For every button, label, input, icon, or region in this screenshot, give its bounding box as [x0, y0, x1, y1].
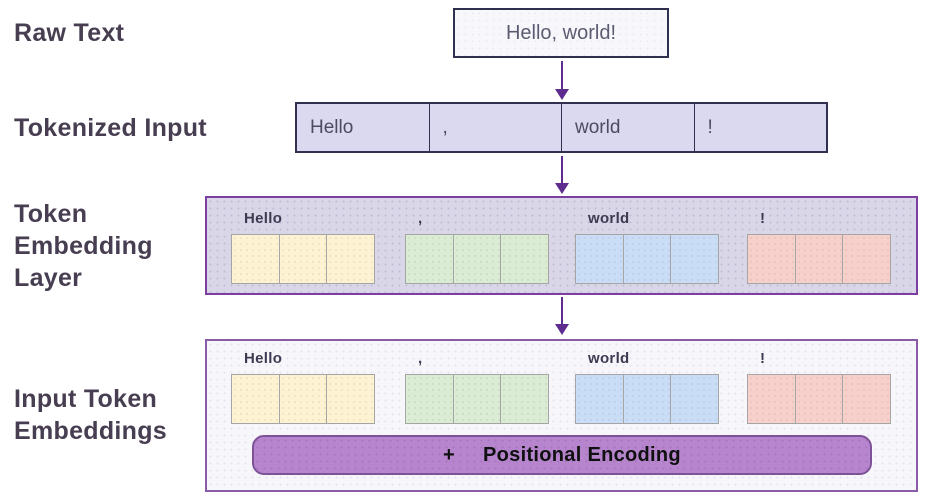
arrow-down-icon — [555, 156, 569, 194]
group-label: world — [588, 350, 630, 367]
embedding-cell — [670, 234, 720, 284]
embedding-cell — [747, 234, 796, 284]
embedding-vector — [575, 234, 720, 284]
group-label: Hello — [244, 350, 283, 367]
embedding-cell — [405, 374, 454, 424]
embedding-cell — [278, 234, 328, 284]
embedding-cell — [278, 374, 328, 424]
embedding-vector — [575, 374, 720, 424]
group-label: ! — [760, 210, 766, 227]
embedding-group-world: world — [575, 210, 720, 284]
embedding-vector — [405, 374, 550, 424]
token-cell: ! — [693, 104, 827, 151]
embedding-cell — [326, 234, 376, 284]
label-input-token-embeddings: Input Token Embeddings — [14, 385, 168, 445]
raw-text-box: Hello, world! — [453, 8, 669, 58]
embedding-vector — [231, 234, 376, 284]
embedding-cell — [575, 234, 624, 284]
arrow-down-icon — [555, 297, 569, 335]
embedding-group-comma: , — [405, 210, 550, 284]
embedding-vector — [231, 374, 376, 424]
arrow-down-icon — [555, 61, 569, 100]
embedding-vector — [747, 374, 892, 424]
embedding-cell — [670, 374, 720, 424]
token-cell: world — [561, 104, 694, 151]
embedding-cell — [622, 374, 672, 424]
positional-encoding-label: Positional Encoding — [483, 443, 681, 466]
embedding-group-hello: Hello — [231, 350, 376, 424]
embedding-cell — [575, 374, 624, 424]
group-label: ! — [760, 350, 766, 367]
token-cell: , — [428, 104, 562, 151]
embedding-cell — [231, 234, 280, 284]
label-token-embedding-layer: Token Embedding Layer — [14, 200, 153, 292]
embedding-vector — [747, 234, 892, 284]
embedding-group-comma: , — [405, 350, 550, 424]
embedding-group-world: world — [575, 350, 720, 424]
label-tokenized-input: Tokenized Input — [14, 114, 207, 142]
embedding-cell — [747, 374, 796, 424]
group-label: Hello — [244, 210, 283, 227]
embedding-cell — [500, 374, 550, 424]
embedding-group-hello: Hello — [231, 210, 376, 284]
embedding-cell — [405, 234, 454, 284]
embedding-group-exclamation: ! — [747, 350, 892, 424]
token-cell: Hello — [310, 116, 354, 138]
embedding-cell — [500, 234, 550, 284]
label-raw-text: Raw Text — [14, 19, 125, 47]
embedding-cell — [231, 374, 280, 424]
embedding-cell — [794, 374, 844, 424]
plus-icon: + — [443, 443, 456, 466]
group-label: , — [418, 210, 423, 227]
token-embedding-layer-panel: Hello , world ! — [205, 196, 918, 295]
embedding-vector — [405, 234, 550, 284]
positional-encoding-bar: + Positional Encoding — [252, 435, 872, 475]
raw-text-value: Hello, world! — [505, 21, 617, 44]
tokenized-input-row: Hello , world ! — [295, 102, 828, 153]
embedding-cell — [842, 374, 892, 424]
embedding-cell — [794, 234, 844, 284]
embedding-cell — [452, 374, 502, 424]
embedding-cell — [326, 374, 376, 424]
group-label: , — [418, 350, 423, 367]
input-token-embeddings-panel: Hello , world ! — [205, 339, 918, 492]
embedding-cell — [622, 234, 672, 284]
embedding-group-exclamation: ! — [747, 210, 892, 284]
group-label: world — [588, 210, 630, 227]
embedding-cell — [452, 234, 502, 284]
embedding-cell — [842, 234, 892, 284]
